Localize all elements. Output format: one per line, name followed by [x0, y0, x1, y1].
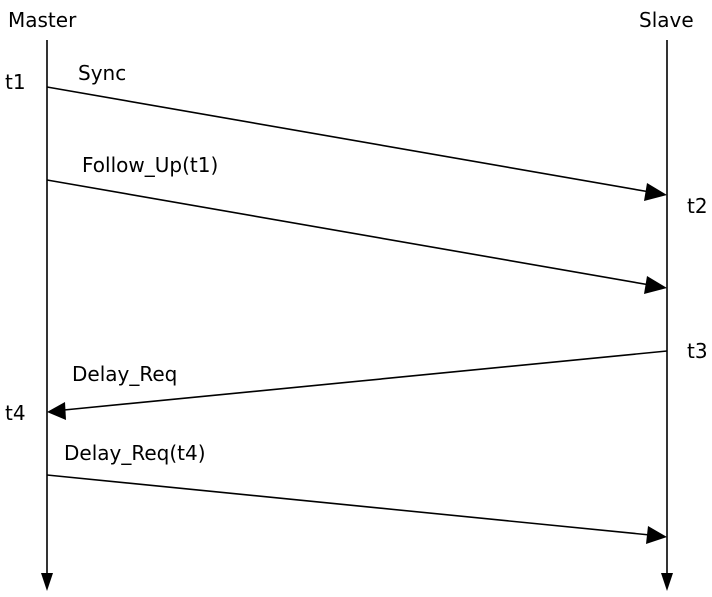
time-mark-t3: t3 — [687, 339, 708, 363]
message-follow-up: Follow_Up(t1) — [46, 153, 667, 294]
master-lifeline — [41, 40, 53, 591]
message-delay-req-t4: Delay_Req(t4) — [46, 441, 667, 544]
message-follow-up-label: Follow_Up(t1) — [82, 153, 218, 177]
time-mark-t1: t1 — [5, 70, 26, 94]
slave-lifeline — [661, 40, 673, 591]
message-delay-req-label: Delay_Req — [72, 362, 177, 386]
message-sync-label: Sync — [78, 61, 126, 85]
message-delay-req-t4-label: Delay_Req(t4) — [64, 441, 206, 465]
message-delay-req: Delay_Req — [47, 350, 668, 420]
time-mark-t4: t4 — [5, 401, 26, 425]
master-label: Master — [8, 8, 77, 32]
message-sync: Sync — [46, 61, 667, 201]
slave-label: Slave — [639, 8, 694, 32]
time-mark-t2: t2 — [687, 194, 708, 218]
